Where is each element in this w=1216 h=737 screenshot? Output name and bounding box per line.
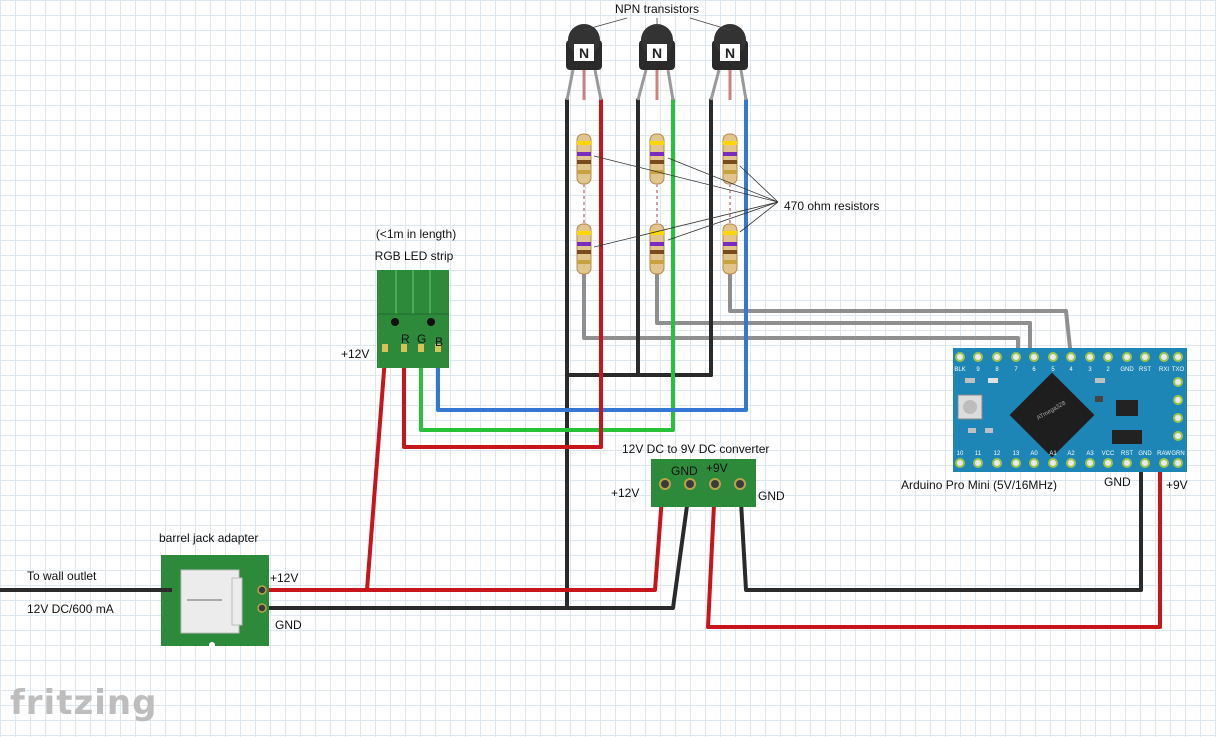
resistor-2a (649, 133, 665, 185)
strip-12v-label: +12V (341, 347, 369, 361)
barrel-jack-adapter (161, 555, 269, 648)
barrel-jack-label: barrel jack adapter (159, 531, 258, 545)
arduino-pin-label: GND (1120, 367, 1134, 373)
svg-text:N: N (652, 45, 662, 61)
supply-rating-label: 12V DC/600 mA (27, 602, 114, 616)
arduino-pin-label: 4 (1069, 367, 1073, 373)
resistor-3b (722, 223, 738, 275)
arduino-pin-label: RXI (1159, 367, 1169, 373)
svg-text:N: N (725, 45, 735, 61)
dc-dc-converter (651, 459, 756, 507)
arduino-pin-label: 12 (994, 451, 1001, 457)
signal-wires (582, 260, 1073, 359)
arduino-pin-label: 6 (1032, 367, 1036, 373)
arduino-pin-label: 5 (1051, 367, 1055, 373)
resistor-1b (576, 223, 592, 275)
resistor-3a (722, 133, 738, 185)
arduino-pin-label: RST (1139, 367, 1151, 373)
converter-12v-label: +12V (611, 486, 639, 500)
ground-wires (258, 98, 1143, 610)
strip-length-label: (<1m in length) (376, 227, 456, 241)
arduino-pin-label: 7 (1014, 367, 1018, 373)
arduino-pin-label: A1 (1049, 451, 1057, 457)
converter-label: 12V DC to 9V DC converter (622, 442, 769, 456)
strip-pin-b-label: B (435, 335, 443, 349)
arduino-pin-label: A3 (1086, 451, 1094, 457)
arduino-label: Arduino Pro Mini (5V/16MHz) (901, 478, 1057, 492)
arduino-pin-label: 10 (957, 451, 964, 457)
signal-wire-1 (582, 260, 1020, 359)
arduino-pin-label: VCC (1102, 451, 1115, 457)
arduino-pin-label: 11 (975, 451, 982, 457)
transistor-1: N (565, 24, 603, 101)
arduino-pin-label: RAW (1157, 451, 1171, 457)
arduino-pin-label: 8 (995, 367, 999, 373)
ground-wire-barrel (258, 482, 692, 610)
converter-gnd-right-label: GND (758, 489, 785, 503)
arduino-pin-label: BLK (954, 367, 965, 373)
resistors (576, 133, 738, 275)
wall-outlet-label: To wall outlet (27, 569, 97, 583)
npn-transistors-label: NPN transistors (615, 2, 699, 16)
strip-pin-r-label: R (401, 332, 410, 346)
barrel-gnd-label: GND (275, 618, 302, 632)
arduino-pin-label: GRN (1171, 451, 1184, 457)
converter-9v-label: +9V (706, 461, 728, 475)
blue-channel-wire (436, 98, 748, 412)
arduino-gnd-label: GND (1104, 475, 1131, 489)
rgb-led-strip (377, 270, 449, 368)
arduino-pin-label: A0 (1030, 451, 1038, 457)
power-wire-12v (258, 482, 665, 592)
transistor-2: N (636, 24, 675, 101)
converter-gnd-label: GND (671, 464, 698, 478)
svg-text:N: N (579, 45, 589, 61)
arduino-pin-label: TXO (1172, 367, 1185, 373)
transistors: N N N (565, 24, 748, 101)
barrel-12v-label: +12V (270, 571, 298, 585)
strip-pin-g-label: G (417, 332, 426, 346)
signal-wire-3 (728, 260, 1073, 359)
transistor-3: N (709, 24, 748, 101)
green-channel-wire (419, 98, 675, 432)
arduino-pin-label: GND (1138, 451, 1152, 457)
arduino-pin-label: 9 (976, 367, 980, 373)
power-wire-9v (706, 460, 1162, 629)
arduino-9v-label: +9V (1166, 478, 1188, 492)
resistor-1a (576, 133, 592, 185)
red-channel-wire (402, 98, 603, 449)
arduino-pin-label: A2 (1067, 451, 1075, 457)
fritzing-logo: fritzing (10, 683, 157, 723)
arduino-pin-label: RST (1121, 451, 1133, 457)
arduino-pin-label: 3 (1088, 367, 1092, 373)
resistors-label: 470 ohm resistors (784, 199, 879, 213)
signal-wire-2 (655, 260, 1032, 359)
rgb-led-strip-label: RGB LED strip (375, 249, 454, 263)
arduino-pin-label: 2 (1106, 367, 1110, 373)
power-wire-strip (365, 343, 388, 592)
ground-wire-arduino (738, 460, 1143, 592)
resistor-2b (649, 223, 665, 275)
arduino-pin-label: 13 (1013, 451, 1020, 457)
power-wires (258, 98, 1162, 629)
